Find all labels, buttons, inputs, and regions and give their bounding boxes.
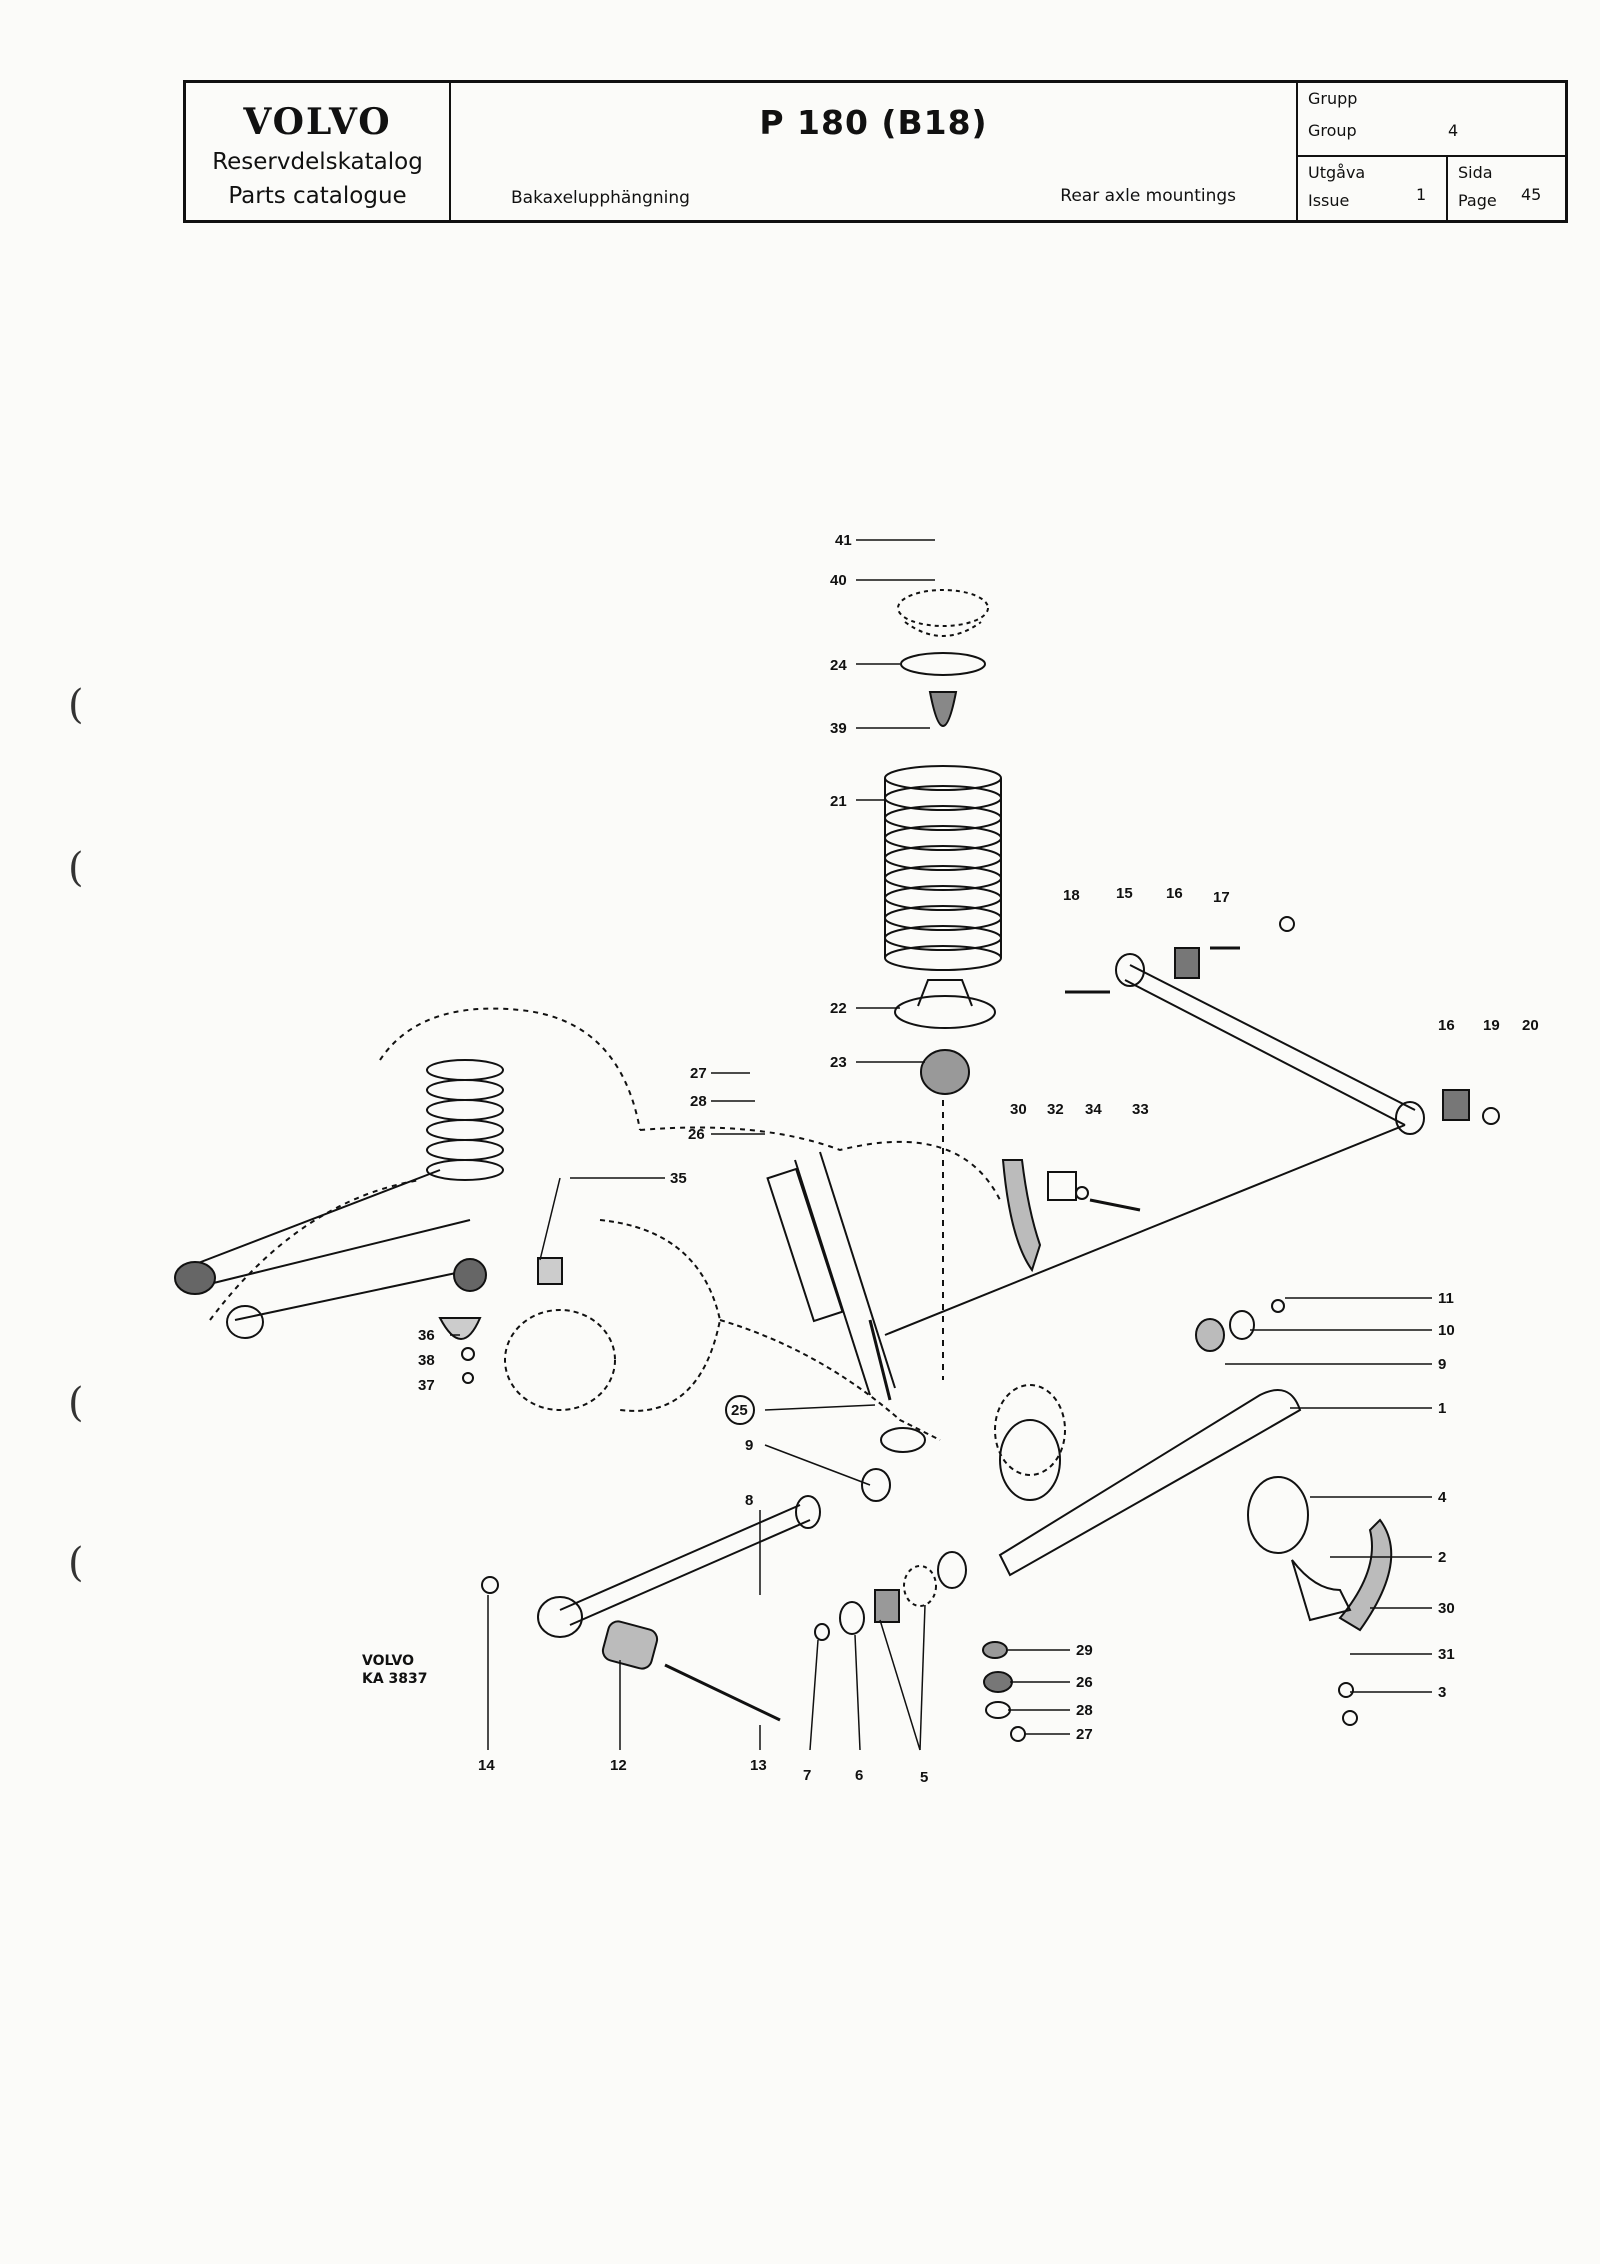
- callout-38: 38: [418, 1352, 435, 1369]
- group-label-en: Group: [1308, 121, 1357, 140]
- callout-30a: 30: [1010, 1101, 1027, 1118]
- catalogue-title-sv: Reservdelskatalog: [212, 149, 423, 175]
- callout-22: 22: [830, 1000, 847, 1017]
- callout-4: 4: [1438, 1489, 1447, 1506]
- brand-cell: VOLVO Reservdelskatalog Parts catalogue: [186, 83, 451, 220]
- callout-6: 6: [855, 1767, 863, 1784]
- binding-mark: (: [68, 682, 84, 728]
- callout-12: 12: [610, 1757, 627, 1774]
- header-divider: [1298, 155, 1565, 157]
- plate: [1047, 1171, 1077, 1201]
- callout-27b: 27: [1076, 1726, 1093, 1743]
- differential: [504, 1219, 1066, 1476]
- page-value: 45: [1521, 185, 1542, 204]
- binding-mark: (: [68, 1380, 84, 1426]
- callout-28b: 28: [1076, 1702, 1093, 1719]
- callout-31: 31: [1438, 1646, 1455, 1663]
- callout-24: 24: [830, 657, 847, 674]
- callout-16b: 16: [1438, 1017, 1455, 1034]
- callout-26b: 26: [1076, 1674, 1093, 1691]
- callout-7: 7: [803, 1767, 811, 1784]
- callout-28a: 28: [690, 1093, 707, 1110]
- callout-36: 36: [418, 1327, 435, 1344]
- model-title: P 180 (B18): [759, 103, 988, 142]
- callout-27a: 27: [690, 1065, 707, 1082]
- callout-20: 20: [1522, 1017, 1539, 1034]
- issue-label-en: Issue: [1308, 191, 1350, 210]
- callout-19: 19: [1483, 1017, 1500, 1034]
- callout-40: 40: [830, 572, 847, 589]
- spring-seat-top: [897, 589, 989, 627]
- lower-spring-seat: [894, 995, 996, 1029]
- callout-34: 34: [1085, 1101, 1102, 1118]
- group-value: 4: [1448, 121, 1459, 140]
- bracket: [1001, 1159, 1042, 1273]
- coil-spring: [884, 765, 1002, 971]
- callout-3: 3: [1438, 1684, 1446, 1701]
- callout-37: 37: [418, 1377, 435, 1394]
- rubber-ring: [900, 652, 986, 676]
- catalogue-title-en: Parts catalogue: [228, 183, 407, 209]
- section-title-sv: Bakaxelupphängning: [511, 188, 690, 208]
- callout-9a: 9: [1438, 1356, 1446, 1373]
- callout-10: 10: [1438, 1322, 1455, 1339]
- callout-2: 2: [1438, 1549, 1446, 1566]
- callout-23: 23: [830, 1054, 847, 1071]
- model-cell: P 180 (B18) Bakaxelupphängning Rear axle…: [451, 83, 1298, 220]
- page-label-sv: Sida: [1458, 163, 1493, 182]
- callout-1: 1: [1438, 1400, 1446, 1417]
- bump-stop: [928, 691, 958, 727]
- callout-13: 13: [750, 1757, 767, 1774]
- bump-rubber: [920, 1049, 970, 1095]
- callout-41: 41: [835, 532, 852, 549]
- callout-15: 15: [1116, 885, 1133, 902]
- rubber-bushing: [537, 1257, 563, 1285]
- binding-mark: (: [68, 845, 84, 891]
- track-rod: [1065, 916, 1500, 1135]
- issue-label-sv: Utgåva: [1308, 163, 1366, 182]
- shock-absorber: [766, 1151, 896, 1401]
- left-suspension: [174, 1059, 504, 1339]
- callout-8: 8: [745, 1492, 753, 1509]
- support-arm: [998, 1389, 1393, 1632]
- drawing-reference: VOLVO KA 3837: [362, 1652, 428, 1688]
- callout-21: 21: [830, 793, 847, 810]
- issue-cell: [1298, 155, 1448, 220]
- binding-mark: (: [68, 1540, 84, 1586]
- drawing-brand: VOLVO: [362, 1653, 414, 1669]
- callout-39: 39: [830, 720, 847, 737]
- title-block: VOLVO Reservdelskatalog Parts catalogue …: [183, 80, 1568, 223]
- callout-32: 32: [1047, 1101, 1064, 1118]
- drawing-number: KA 3837: [362, 1671, 428, 1687]
- callout-11: 11: [1438, 1290, 1454, 1307]
- reaction-rod: [481, 1468, 891, 1722]
- section-title-en: Rear axle mountings: [1060, 186, 1236, 206]
- callout-18: 18: [1063, 887, 1080, 904]
- page-label-en: Page: [1458, 191, 1497, 210]
- callout-33: 33: [1132, 1101, 1149, 1118]
- callout-14: 14: [478, 1757, 495, 1774]
- callout-25: 25: [731, 1402, 748, 1419]
- callout-9b: 9: [745, 1437, 753, 1454]
- callout-16a: 16: [1166, 885, 1183, 902]
- callout-35: 35: [670, 1170, 687, 1187]
- brand-logo: VOLVO: [243, 101, 392, 143]
- callout-17: 17: [1213, 889, 1230, 906]
- issue-value: 1: [1416, 185, 1427, 204]
- group-label-sv: Grupp: [1308, 89, 1358, 108]
- callout-5: 5: [920, 1769, 928, 1786]
- callout-26a: 26: [688, 1126, 705, 1143]
- callout-30b: 30: [1438, 1600, 1455, 1617]
- callout-29: 29: [1076, 1642, 1093, 1659]
